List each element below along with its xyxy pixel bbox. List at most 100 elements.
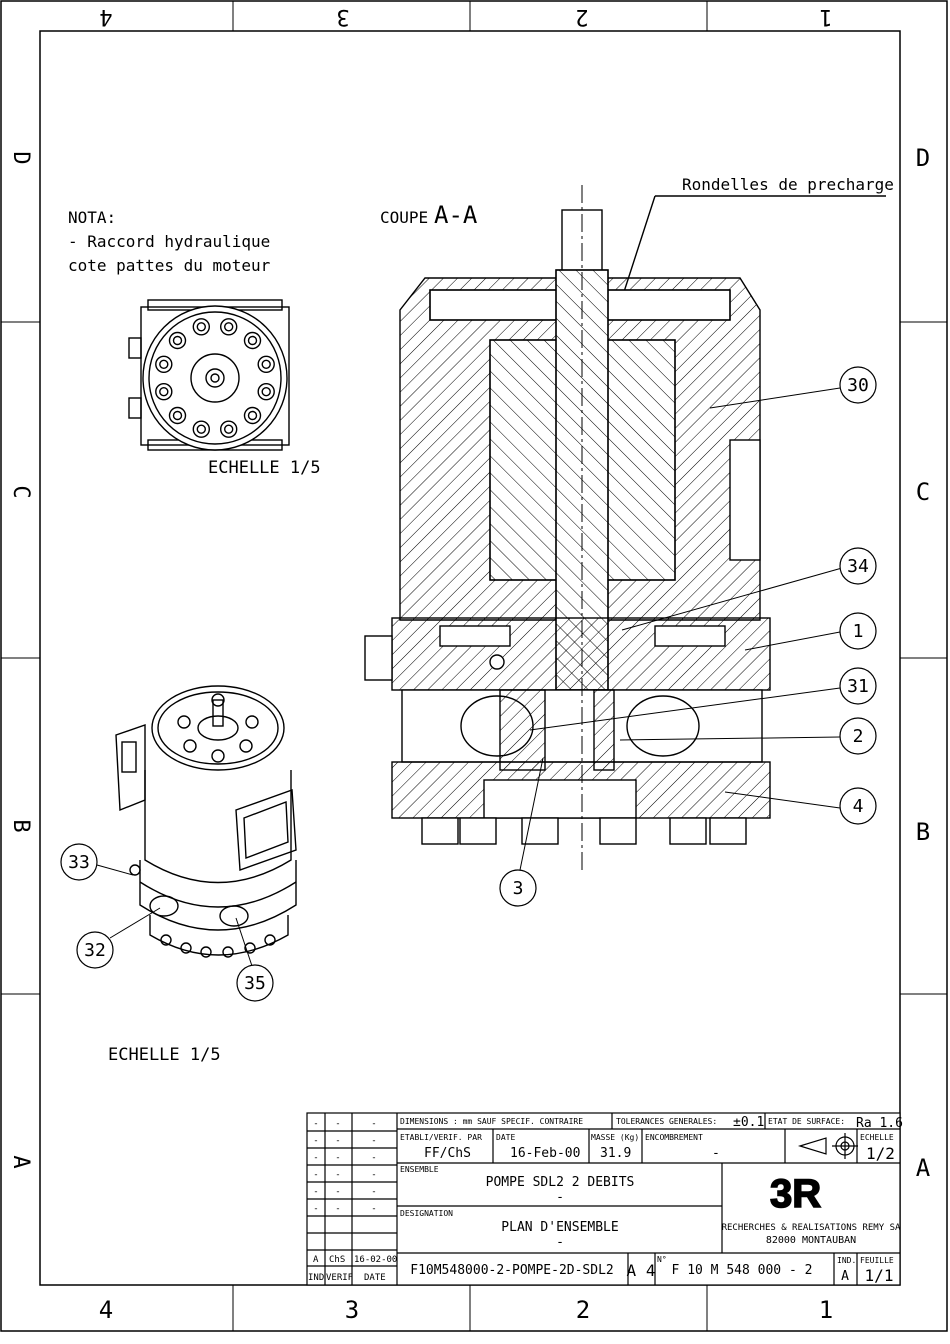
revision-empty-cell: -: [313, 1136, 318, 1146]
encombrement-value: -: [712, 1146, 720, 1161]
bolt-hole: [159, 387, 169, 397]
bottom-col-4: 4: [99, 1296, 113, 1324]
revision-empty-cell: -: [371, 1170, 376, 1180]
designation-label: DESIGNATION: [400, 1209, 453, 1218]
file-name: F10M548000-2-POMPE-2D-SDL2: [410, 1263, 614, 1278]
format: A 4: [627, 1261, 656, 1280]
balloon-30: 30: [839, 366, 877, 404]
bottom-col-3: 3: [345, 1296, 359, 1324]
nota-heading: NOTA:: [68, 208, 116, 227]
tolerances-label: TOLERANCES GENERALES:: [616, 1117, 717, 1126]
bolt-hole: [155, 383, 173, 401]
section-title-small: COUPE: [380, 208, 428, 227]
masse-value: 31.9: [600, 1146, 631, 1161]
feuille-value: 1/1: [865, 1266, 894, 1285]
masse-label: MASSE (Kg): [591, 1133, 639, 1142]
front-view: ECHELLE 1/5: [128, 299, 321, 478]
right-row-labels: D C B A: [916, 144, 931, 1182]
bolt-hole: [261, 359, 271, 369]
svg-text:30: 30: [847, 375, 869, 396]
revision-empty-cell: -: [313, 1204, 318, 1214]
section-view: COUPE A-A Rondelles de precharge: [364, 175, 894, 871]
projection-symbol: [797, 1133, 858, 1159]
bottom-col-2: 2: [576, 1296, 590, 1324]
rev-last-ind: A: [313, 1255, 319, 1265]
left-row-c: C: [8, 485, 33, 498]
top-column-labels: 4 3 2 1: [99, 4, 832, 29]
bolt-hole: [196, 322, 207, 332]
bolt-hole: [247, 410, 258, 421]
encombrement-label: ENCOMBREMENT: [645, 1133, 703, 1142]
bolt-hole: [243, 331, 262, 350]
designation-value: PLAN D'ENSEMBLE: [501, 1220, 618, 1235]
feuille-label: FEUILLE: [860, 1256, 894, 1265]
svg-text:31: 31: [847, 676, 869, 697]
company-line-2: 82000 MONTAUBAN: [766, 1235, 856, 1246]
revision-empty-cell: -: [313, 1170, 318, 1180]
balloon-33: 33: [60, 843, 134, 881]
svg-text:2: 2: [853, 726, 864, 747]
bolt-hole: [168, 331, 187, 350]
balloon-3: 3: [499, 869, 537, 907]
svg-text:3: 3: [513, 878, 524, 899]
date-value: 16-Feb-00: [510, 1146, 580, 1161]
right-row-b: B: [916, 818, 930, 846]
etabli-label: ETABLI/VERIF. PAR: [400, 1133, 482, 1142]
dimensions-note: DIMENSIONS : mm SAUF SPECIF. CONTRAIRE: [400, 1117, 583, 1126]
svg-text:34: 34: [847, 556, 869, 577]
left-row-d: D: [8, 151, 33, 164]
bolt-hole: [192, 420, 211, 438]
number-label: N°: [657, 1255, 667, 1264]
revision-empty-cell: -: [313, 1187, 318, 1197]
svg-text:33: 33: [68, 852, 90, 873]
nota-line-1: - Raccord hydraulique: [68, 232, 270, 251]
surface-value: Ra 1.6: [856, 1116, 903, 1131]
revision-empty-cell: -: [335, 1136, 340, 1146]
balloon-34: 34: [839, 547, 877, 585]
rev-last-date: 16-02-00: [354, 1255, 397, 1265]
rev-header-date: DATE: [364, 1273, 386, 1283]
bolt-hole: [168, 406, 187, 425]
right-row-c: C: [916, 478, 930, 506]
left-row-a: A: [8, 1155, 33, 1168]
left-row-b: B: [8, 819, 33, 832]
revision-empty-cell: -: [313, 1153, 318, 1163]
date-label: DATE: [496, 1133, 515, 1142]
nota-line-2: cote pattes du moteur: [68, 256, 271, 275]
rev-header-ind: IND: [308, 1273, 324, 1283]
ind-label: IND.: [837, 1256, 856, 1265]
revision-empty-cell: -: [371, 1119, 376, 1129]
balloon-32: 32: [76, 907, 161, 969]
ensemble-label: ENSEMBLE: [400, 1165, 439, 1174]
bolt-hole: [261, 387, 271, 397]
bolt-hole: [257, 383, 275, 401]
precharge-label: Rondelles de precharge: [682, 175, 894, 194]
revision-empty-cell: -: [371, 1187, 376, 1197]
revision-empty-cell: -: [371, 1136, 376, 1146]
company-logo: 3R: [770, 1172, 821, 1216]
surface-label: ETAT DE SURFACE:: [768, 1117, 845, 1126]
etabli-value: FF/ChS: [424, 1146, 471, 1161]
right-row-a: A: [916, 1154, 931, 1182]
bolt-hole: [223, 322, 234, 332]
bottom-col-1: 1: [819, 1296, 833, 1324]
tolerance-value: ±0.1: [733, 1115, 764, 1130]
title-block: ------------------ IND VERIF DATE A ChS …: [306, 1112, 903, 1286]
balloon-31: 31: [839, 667, 877, 705]
bolt-hole: [219, 318, 238, 336]
revision-empty-cell: -: [313, 1119, 318, 1129]
top-col-4: 4: [99, 4, 112, 29]
isometric-view: ECHELLE 1/5: [108, 685, 297, 1065]
bottom-column-labels: 4 3 2 1: [99, 1296, 833, 1324]
svg-text:4: 4: [853, 796, 864, 817]
echelle-value: 1/2: [866, 1144, 895, 1163]
bolt-hole: [172, 335, 183, 346]
revision-empty-cell: -: [335, 1204, 340, 1214]
nota-block: NOTA: - Raccord hydraulique cote pattes …: [68, 208, 271, 275]
revision-empty-cell: -: [371, 1153, 376, 1163]
iso-view-scale: ECHELLE 1/5: [108, 1045, 221, 1065]
rev-last-verif: ChS: [329, 1255, 345, 1265]
bolt-hole: [159, 359, 169, 369]
section-title-big: A-A: [434, 201, 478, 229]
